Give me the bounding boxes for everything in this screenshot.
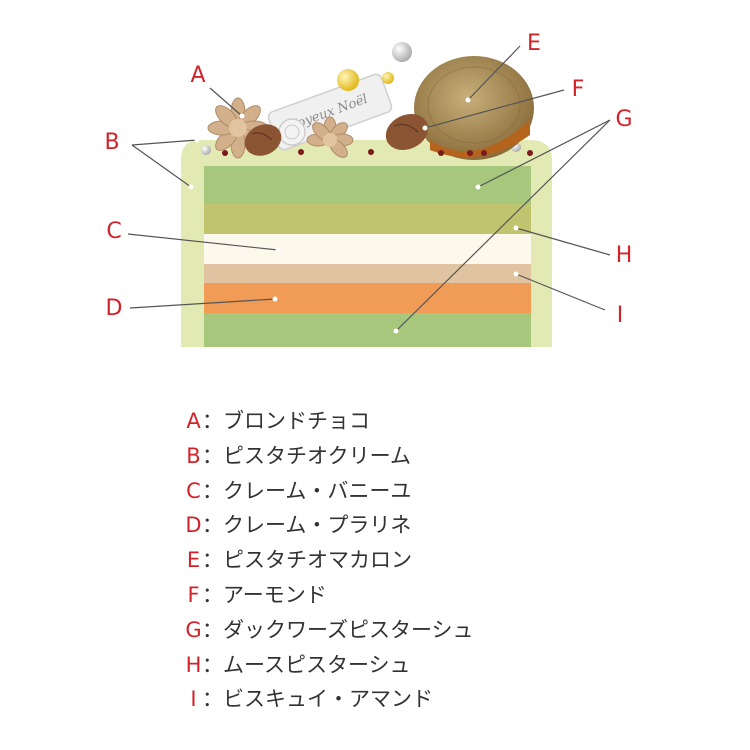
legend-item-g: G：ダックワーズピスターシュ — [185, 613, 474, 648]
dot-a — [239, 113, 245, 119]
legend-letter: E — [186, 548, 201, 573]
legend-separator: ： — [202, 443, 223, 468]
legend-label: ダックワーズピスターシュ — [223, 617, 474, 642]
almond-left — [244, 124, 282, 156]
silver-pearl-left — [201, 145, 211, 155]
legend-letter: C — [186, 478, 201, 503]
legend-item-f: F：アーモンド — [185, 578, 474, 613]
callout-b: B — [104, 130, 119, 155]
callout-d: D — [106, 296, 123, 321]
legend-letter: D — [185, 513, 202, 538]
legend-separator: ： — [202, 409, 223, 433]
leader-lines — [127, 45, 611, 334]
leader-b-2 — [131, 144, 192, 188]
leader-a — [209, 87, 243, 117]
legend-label: ブロンドチョコ — [223, 409, 370, 433]
leader-i — [515, 273, 606, 311]
legend-label: ビスキュイ・アマンド — [223, 687, 433, 712]
legend-separator: ： — [202, 548, 223, 573]
dot-b-1 — [194, 137, 200, 143]
dot-d — [272, 296, 278, 302]
callout-letters: A B C D E F G H I — [104, 31, 632, 328]
legend-item-b: B：ピスタチオクリーム — [185, 439, 474, 474]
legend-item-c: C：クレーム・バニーユ — [185, 474, 474, 509]
dot-g-2 — [393, 328, 399, 334]
silver-pearl-plaque — [392, 42, 412, 62]
berries — [222, 149, 533, 156]
callout-c: C — [106, 219, 121, 244]
legend-letter: A — [186, 409, 201, 433]
dot-h — [513, 225, 519, 231]
callout-h: H — [616, 243, 633, 268]
gold-pearl-small — [382, 72, 394, 84]
dot-f — [422, 125, 428, 131]
legend-letter: I — [190, 687, 197, 712]
dot-e — [465, 97, 471, 103]
leader-d — [129, 298, 276, 309]
creme-vanille-layer — [204, 234, 531, 264]
white-chocolate-sun — [278, 118, 306, 146]
legend-separator: ： — [202, 652, 223, 677]
dot-c — [275, 247, 281, 253]
callout-f: F — [572, 77, 585, 102]
legend-letter: H — [185, 652, 202, 677]
leader-g-2 — [395, 119, 611, 332]
cake-cross-section-diagram: Joyeux Noël — [104, 31, 633, 347]
dacquoise-layer-bottom — [204, 313, 531, 347]
dot-i — [513, 271, 519, 277]
leader-f — [424, 89, 565, 129]
mousse-pistache-layer — [204, 204, 531, 234]
legend-separator: ： — [202, 617, 223, 642]
legend-item-d: D：クレーム・プラリネ — [185, 508, 474, 543]
legend-letter: B — [186, 443, 201, 468]
legend-separator: ： — [202, 687, 223, 712]
legend-letter: G — [185, 617, 202, 642]
leader-e — [467, 45, 521, 101]
leader-c — [127, 233, 279, 251]
legend-item-a: A：ブロンドチョコ — [185, 404, 474, 439]
almond-right — [385, 114, 429, 150]
legend-label: クレーム・プラリネ — [223, 513, 412, 538]
legend-label: ピスタチオクリーム — [223, 443, 411, 468]
callout-e: E — [527, 31, 541, 56]
legend-list: A：ブロンドチョコ B：ピスタチオクリーム C：クレーム・バニーユ D：クレーム… — [185, 404, 474, 717]
legend-label: ムースピスターシュ — [223, 652, 411, 677]
legend-label: ピスタチオマカロン — [223, 548, 412, 573]
creme-praline-layer — [204, 283, 531, 313]
biscuit-amande-layer — [204, 264, 531, 283]
legend-label: クレーム・バニーユ — [223, 478, 412, 503]
pistachio-macaron — [414, 56, 534, 160]
blond-chocolate-flower-center — [306, 116, 354, 158]
legend-item-h: H：ムースピスターシュ — [185, 648, 474, 683]
legend-letter: F — [187, 582, 200, 607]
legend-separator: ： — [202, 513, 223, 538]
callout-a: A — [190, 63, 205, 88]
dot-g-1 — [475, 184, 481, 190]
leader-b-1 — [131, 139, 198, 146]
leader-h — [515, 227, 611, 256]
callout-i: I — [617, 303, 624, 328]
legend-item-i: I：ビスキュイ・アマンド — [185, 682, 474, 717]
gold-pearl-large — [337, 69, 359, 91]
legend-separator: ： — [202, 478, 223, 503]
dot-b-2 — [188, 184, 194, 190]
legend-label: アーモンド — [223, 582, 327, 607]
legend-separator: ： — [202, 582, 223, 607]
legend-item-e: E：ピスタチオマカロン — [185, 543, 474, 578]
leader-g-1 — [477, 119, 611, 188]
callout-g: G — [615, 107, 632, 132]
